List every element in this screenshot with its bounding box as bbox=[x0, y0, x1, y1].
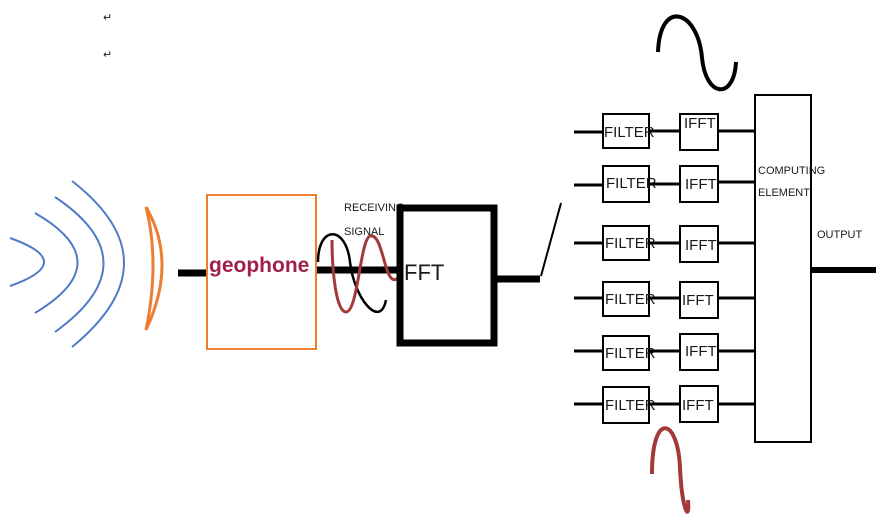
black-sine-icon bbox=[656, 14, 738, 92]
seismic-waves bbox=[9, 180, 125, 348]
filter-box bbox=[602, 386, 650, 424]
paragraph-mark: ↵ bbox=[103, 49, 112, 61]
computing-label: COMPUTING bbox=[758, 165, 825, 177]
red-sine-icon bbox=[650, 426, 691, 514]
ifft-box bbox=[679, 333, 719, 371]
filter-label: FILTER bbox=[604, 124, 655, 141]
ifft-box bbox=[679, 165, 719, 203]
filter-box bbox=[602, 165, 650, 203]
filter-label: FILTER bbox=[605, 397, 656, 414]
ifft-label: IFFT bbox=[685, 343, 717, 360]
black-wave-icon bbox=[316, 233, 388, 314]
geophone-label: geophone bbox=[209, 254, 309, 277]
filter-label: FILTER bbox=[605, 235, 656, 252]
computing-element-box bbox=[754, 94, 812, 443]
receiving-label: RECEIVING bbox=[344, 202, 405, 214]
fft-label: FFT bbox=[404, 260, 444, 285]
filter-label: FILTER bbox=[605, 345, 656, 362]
red-wave-icon bbox=[330, 234, 399, 314]
wave-arc bbox=[54, 196, 105, 333]
receiver-crescent bbox=[144, 206, 164, 331]
ifft-box bbox=[679, 281, 719, 319]
geophone-box bbox=[206, 194, 317, 350]
filter-bank: FILTER IFFT FILTER IFFT FILTER IFFT FILT… bbox=[574, 113, 755, 424]
ifft-box bbox=[679, 113, 719, 151]
fft-box bbox=[396, 204, 498, 347]
ifft-label: IFFT bbox=[684, 115, 716, 132]
signal-label: SIGNAL bbox=[344, 226, 384, 238]
ifft-label: IFFT bbox=[685, 237, 717, 254]
wave-arc bbox=[71, 180, 125, 348]
filter-label: FILTER bbox=[606, 175, 657, 192]
filter-label: FILTER bbox=[605, 291, 656, 308]
element-label: ELEMENT bbox=[758, 187, 810, 199]
ifft-label: IFFT bbox=[682, 397, 714, 414]
wave-arc bbox=[9, 237, 45, 287]
filter-box bbox=[602, 335, 650, 371]
paragraph-mark: ↵ bbox=[103, 12, 112, 24]
filter-box bbox=[602, 281, 650, 317]
ifft-box bbox=[679, 225, 719, 263]
ifft-label: IFFT bbox=[685, 176, 717, 193]
wave-arc bbox=[34, 212, 79, 314]
ifft-label: IFFT bbox=[682, 292, 714, 309]
switch-line bbox=[540, 202, 562, 277]
output-label: OUTPUT bbox=[817, 229, 863, 241]
receiver-crescent-inner bbox=[144, 206, 155, 331]
